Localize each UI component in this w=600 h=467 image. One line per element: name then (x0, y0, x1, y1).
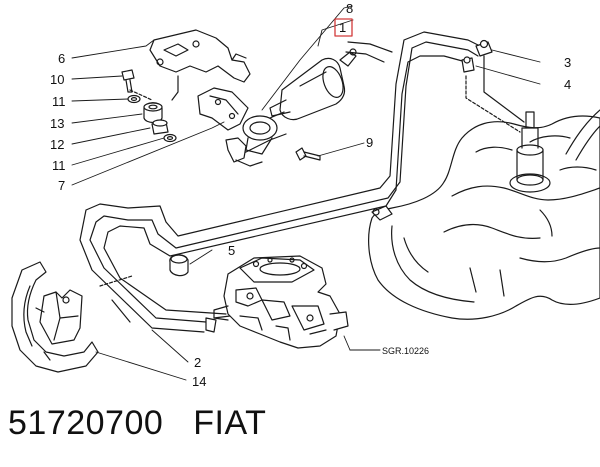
callout-2: 2 (194, 355, 201, 370)
injection-unit (213, 255, 349, 349)
callout-6: 6 (58, 51, 65, 66)
washer-11-upper (127, 94, 141, 104)
callout-10: 10 (50, 72, 64, 87)
quick-connector-3 (475, 39, 493, 57)
footer-part-label: 51720700 FIAT (8, 404, 266, 443)
spacer-12 (151, 119, 169, 135)
bolt-10 (121, 69, 135, 93)
callout-5: 5 (228, 243, 235, 258)
mounting-bracket (149, 29, 251, 83)
clip-5 (169, 254, 189, 277)
fuel-filter (269, 48, 357, 121)
grommet-13 (143, 102, 163, 124)
callout-7: 7 (58, 178, 65, 193)
callout-1: 1 (339, 20, 346, 35)
part-number: 51720700 (8, 404, 164, 442)
callout-11-upper: 11 (52, 94, 66, 109)
fuel-tank (368, 109, 600, 320)
callout-3: 3 (564, 55, 571, 70)
fuel-line-assembly (79, 31, 481, 333)
callout-8: 8 (346, 1, 353, 16)
callout-9: 9 (366, 135, 373, 150)
screw-9 (295, 147, 321, 161)
callout-4: 4 (564, 77, 571, 92)
leader-lines (71, 5, 541, 381)
filter-clamp (242, 111, 285, 155)
washer-11-lower (163, 133, 177, 143)
callout-12: 12 (50, 137, 64, 152)
hose-hanger (197, 87, 249, 131)
callout-11-lower: 11 (52, 158, 66, 173)
callout-labels: 1 2 3 4 5 6 7 8 9 10 11 13 12 11 14 SGR.… (50, 1, 571, 389)
heat-shield (11, 261, 99, 373)
highlight-box (334, 18, 353, 37)
callout-13: 13 (50, 116, 64, 131)
quick-connector-4 (461, 56, 475, 73)
brand-name: FIAT (193, 404, 267, 442)
callout-14: 14 (192, 374, 206, 389)
reference-code: SGR.10226 (382, 346, 429, 356)
